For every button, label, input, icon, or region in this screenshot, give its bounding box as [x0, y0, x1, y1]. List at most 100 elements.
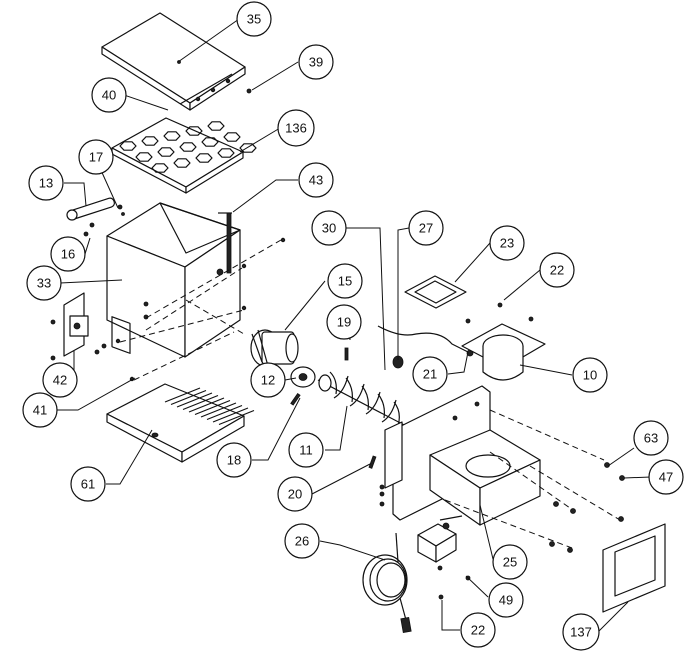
- part-hinge-handle: [66, 197, 125, 237]
- grate-hex-cell: [185, 126, 203, 136]
- callout-47: 47: [648, 459, 684, 495]
- grate-hex-cell: [151, 163, 169, 173]
- callout-137: 137: [562, 613, 600, 651]
- callout-25: 25: [492, 544, 528, 580]
- part-screw-18: [290, 392, 301, 406]
- callout-22: 22: [460, 612, 496, 648]
- callout-circle: [288, 432, 324, 468]
- callout-12: 12: [250, 362, 286, 398]
- part-screw-19: [344, 347, 349, 361]
- callout-13: 13: [28, 165, 64, 201]
- callout-number: 25: [503, 555, 517, 570]
- callout-19: 19: [326, 304, 362, 340]
- callout-number: 12: [261, 373, 275, 388]
- callout-circle: [460, 612, 496, 648]
- part-gasket: [404, 275, 467, 309]
- callout-number: 47: [659, 470, 673, 485]
- grate-hex-cell: [173, 158, 191, 168]
- callout-39: 39: [298, 44, 334, 80]
- callout-number: 10: [583, 368, 597, 383]
- callout-number: 33: [37, 276, 51, 291]
- part-tray: [106, 383, 255, 463]
- callout-circle: [236, 1, 272, 37]
- callout-16: 16: [50, 236, 86, 272]
- callout-15: 15: [327, 263, 363, 299]
- grate-hex-cell: [207, 121, 225, 131]
- callout-circle: [648, 459, 684, 495]
- part-hex-grate: [111, 117, 257, 194]
- callout-circle: [326, 304, 362, 340]
- grate-hex-cell: [223, 132, 241, 142]
- callout-number: 35: [247, 12, 261, 27]
- callout-number: 20: [288, 487, 302, 502]
- callout-circle: [633, 420, 669, 456]
- callout-circle: [216, 442, 252, 478]
- grate-hex-cell: [217, 148, 235, 158]
- callout-number: 23: [500, 236, 514, 251]
- part-lid: [101, 12, 252, 111]
- callout-42: 42: [42, 362, 78, 398]
- callout-27: 27: [408, 210, 444, 246]
- tray-vent-slot: [188, 397, 225, 413]
- callout-20: 20: [277, 476, 313, 512]
- callout-number: 21: [423, 367, 437, 382]
- part-hopper-body: [106, 202, 286, 382]
- callout-circle: [250, 362, 286, 398]
- part-blower: [417, 515, 471, 600]
- grate-hex-cell: [179, 142, 197, 152]
- callout-circle: [70, 466, 106, 502]
- tray-vent-slot: [194, 399, 231, 416]
- part-auger: [317, 371, 411, 429]
- tray-vent-slot: [164, 387, 201, 403]
- callout-43: 43: [298, 162, 334, 198]
- callout-30: 30: [311, 210, 347, 246]
- callout-35: 35: [236, 1, 272, 37]
- callout-number: 26: [295, 534, 309, 549]
- tray-vent-slot: [212, 407, 249, 423]
- callout-circle: [42, 362, 78, 398]
- callout-18: 18: [216, 442, 252, 478]
- part-screw-20: [368, 455, 377, 469]
- callout-number: 137: [570, 625, 592, 640]
- callout-33: 33: [26, 265, 62, 301]
- callout-number: 22: [550, 263, 564, 278]
- callout-circle: [78, 139, 114, 175]
- part-burner-cup: [461, 302, 546, 381]
- callout-number: 27: [419, 221, 433, 236]
- callout-number: 42: [53, 373, 67, 388]
- callout-61: 61: [70, 466, 106, 502]
- callout-number: 19: [337, 315, 351, 330]
- callout-circle: [412, 356, 448, 392]
- tray-vent-slot: [206, 404, 243, 421]
- callout-circle: [489, 225, 525, 261]
- callout-number: 11: [299, 443, 313, 458]
- callout-63: 63: [633, 420, 669, 456]
- part-frame-gasket: [602, 523, 666, 613]
- callout-49: 49: [488, 582, 524, 618]
- callout-number: 13: [39, 176, 53, 191]
- callout-number: 18: [227, 453, 241, 468]
- callout-136: 136: [277, 109, 315, 147]
- grate-hex-cell: [195, 153, 213, 163]
- callout-circle: [28, 165, 64, 201]
- grate-hex-cell: [141, 136, 159, 146]
- callout-circle: [298, 162, 334, 198]
- tray-vent-slot: [182, 394, 219, 411]
- callout-number: 17: [89, 150, 103, 165]
- callout-circle: [277, 476, 313, 512]
- callout-23: 23: [489, 225, 525, 261]
- tray-vent-slot: [200, 402, 237, 418]
- part-fasteners-right: [379, 462, 625, 553]
- callout-41: 41: [22, 392, 58, 428]
- callout-number: 136: [285, 121, 307, 136]
- callout-circle: [50, 236, 86, 272]
- callout-22: 22: [539, 252, 575, 288]
- callout-number: 22: [471, 623, 485, 638]
- callout-circle: [26, 265, 62, 301]
- callout-circle: [22, 392, 58, 428]
- callout-circle: [562, 613, 600, 651]
- callout-circle: [327, 263, 363, 299]
- grate-hex-cell: [157, 147, 175, 157]
